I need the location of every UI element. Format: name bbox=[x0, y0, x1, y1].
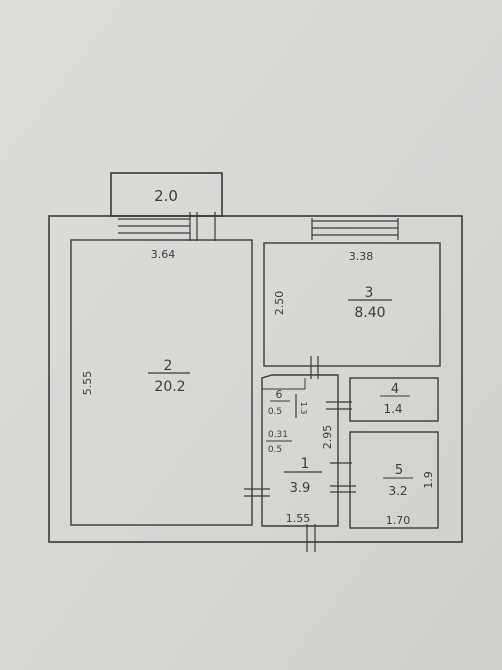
room-5-number: 5 bbox=[395, 463, 403, 478]
room-6-dim-b: 1.3 bbox=[299, 402, 308, 415]
room-6-number: 6 bbox=[276, 388, 283, 401]
room-2 bbox=[70, 239, 253, 526]
room-6-dim-d: 0.5 bbox=[268, 445, 282, 455]
outer-wall bbox=[48, 215, 463, 543]
room-1-width: 1.55 bbox=[286, 512, 311, 525]
balcony-area: 2.0 bbox=[154, 187, 178, 205]
room-3-width: 3.38 bbox=[349, 250, 374, 263]
room-1-number: 1 bbox=[301, 456, 310, 472]
room-6-dim-c: 0.31 bbox=[268, 430, 288, 440]
room-4-number: 4 bbox=[391, 382, 399, 397]
room-2-length: 5.55 bbox=[81, 371, 94, 396]
room-5-area: 3.2 bbox=[388, 484, 407, 498]
balcony bbox=[110, 172, 223, 217]
room-4 bbox=[349, 377, 439, 422]
room-6-dim-a: 0.5 bbox=[268, 407, 282, 417]
room-5 bbox=[349, 431, 439, 529]
room-1 bbox=[261, 374, 339, 527]
room-1-area: 3.9 bbox=[290, 481, 311, 496]
window-room-2 bbox=[118, 212, 216, 241]
room-2-area: 20.2 bbox=[154, 379, 185, 395]
window-room-3 bbox=[311, 218, 399, 240]
room-3-area: 8.40 bbox=[354, 305, 385, 321]
room-3 bbox=[263, 242, 441, 367]
room-5-length: 1.9 bbox=[422, 471, 435, 489]
door-marks bbox=[244, 356, 356, 552]
room-3-number: 3 bbox=[365, 285, 374, 301]
room-5-width: 1.70 bbox=[386, 514, 411, 527]
room-2-number: 2 bbox=[164, 358, 173, 374]
room-1-length: 2.95 bbox=[321, 425, 334, 450]
room-3-length: 2.50 bbox=[273, 291, 286, 316]
room-2-width: 3.64 bbox=[151, 248, 176, 261]
room-4-area: 1.4 bbox=[383, 402, 402, 416]
